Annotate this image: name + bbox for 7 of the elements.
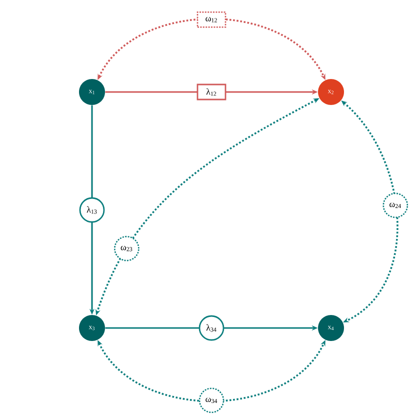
edge-label: λ$_{12}$ xyxy=(196,84,226,100)
edge-label: ω$_{23}$ xyxy=(114,236,140,262)
edge-label: λ$_{34}$ xyxy=(198,315,224,341)
edge-label: λ$_{13}$ xyxy=(79,197,105,223)
edge-label: ω$_{24}$ xyxy=(382,192,408,218)
edge-label: ω$_{34}$ xyxy=(198,388,224,413)
edge-label: ω$_{12}$ xyxy=(196,11,226,28)
